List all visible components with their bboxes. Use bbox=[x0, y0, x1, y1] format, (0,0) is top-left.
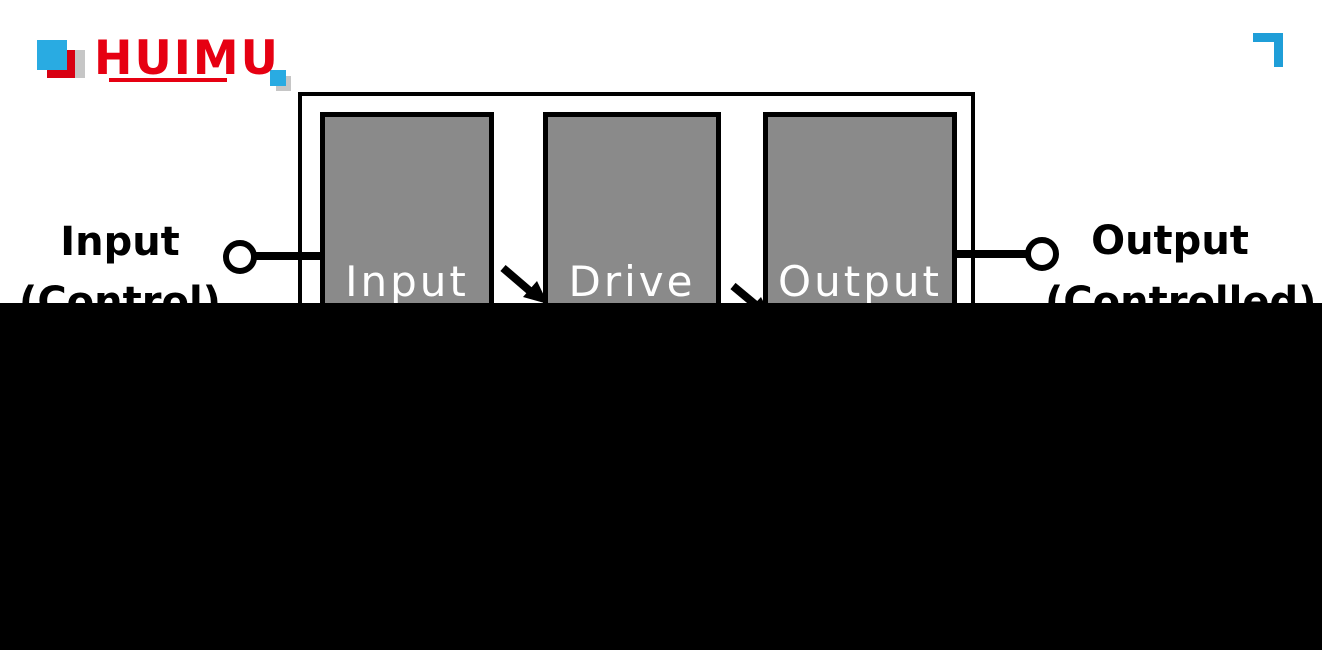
block-label: Drive bbox=[568, 257, 696, 306]
corner-bracket-vertical bbox=[1274, 33, 1283, 67]
output-wire bbox=[951, 250, 1026, 258]
brand-underline bbox=[109, 78, 227, 82]
input-terminal-icon bbox=[223, 240, 257, 274]
corner-bracket-horizontal bbox=[1253, 33, 1283, 42]
block-label: Output bbox=[778, 257, 942, 306]
input-wire bbox=[253, 252, 326, 260]
output-terminal-icon bbox=[1025, 237, 1059, 271]
logo-small-blue-square bbox=[270, 70, 286, 86]
corner-bracket-icon bbox=[1253, 33, 1283, 67]
block-label: Input bbox=[345, 257, 469, 306]
logo-blue-square bbox=[37, 40, 67, 70]
black-overlay bbox=[0, 303, 1322, 650]
input-label: Input bbox=[60, 219, 180, 265]
brand-wordmark: HUIMU bbox=[94, 30, 280, 86]
output-label: Output bbox=[1091, 218, 1249, 264]
